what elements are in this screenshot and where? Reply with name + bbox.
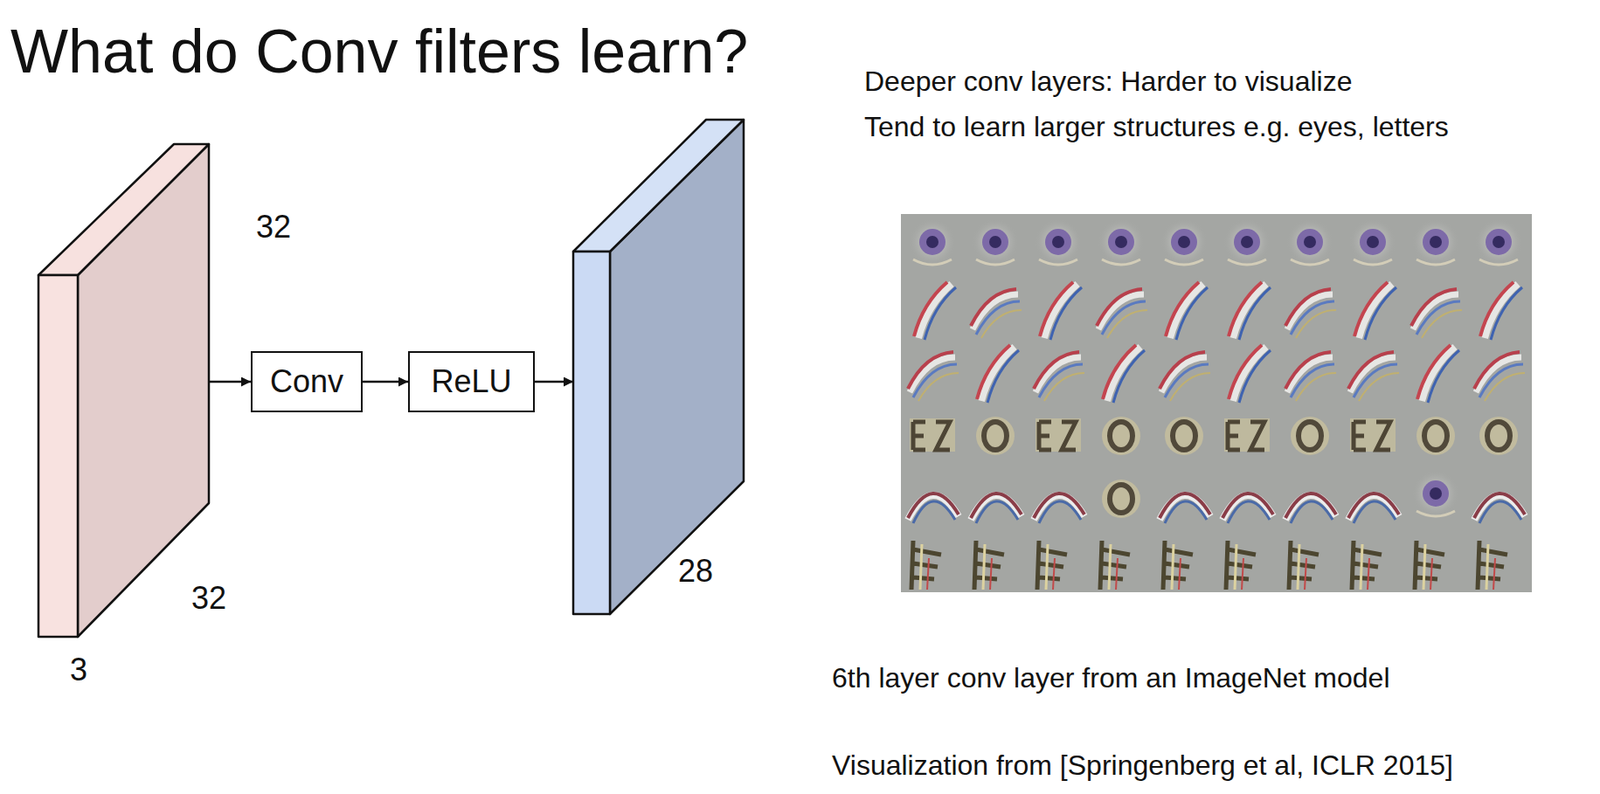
operation-label: ReLU (430, 362, 512, 401)
volume-face (38, 275, 78, 638)
figure-note: 6th layer conv layer from an ImageNet mo… (831, 661, 1391, 695)
note-text: Deeper conv layers: Harder to visualize (864, 64, 1352, 98)
eye-filters (908, 218, 1523, 266)
volume-outline (38, 144, 209, 638)
volume-face (573, 251, 610, 615)
note-text: Tend to learn larger structures e.g. eye… (864, 110, 1449, 144)
volume-face (573, 119, 744, 252)
flow-arrow (208, 380, 251, 384)
dimension-label: 28 (678, 552, 714, 590)
output-volume: 28 (573, 119, 744, 615)
slide-title: What do Conv filters learn? (10, 14, 749, 89)
flow-arrow (534, 380, 574, 384)
dimension-label: 32 (191, 579, 227, 617)
operation-box: ReLU (408, 351, 535, 413)
letter-filters (909, 416, 1518, 456)
input-volume: 32323 (38, 144, 209, 638)
operation-box: Conv (250, 351, 363, 413)
visualization-background (900, 214, 1532, 593)
filter-visualization (900, 214, 1532, 593)
volume-face (38, 144, 209, 276)
citation: Visualization from [Springenberg et al, … (831, 748, 1454, 783)
arc-filters (907, 470, 1525, 524)
stroke-filters (907, 282, 1525, 403)
flow-arrow (362, 380, 409, 384)
volume-outline (573, 119, 744, 615)
operation-label: Conv (270, 362, 344, 401)
comb-filters (911, 540, 1508, 590)
dimension-label: 3 (69, 651, 88, 689)
dimension-label: 32 (256, 207, 291, 246)
